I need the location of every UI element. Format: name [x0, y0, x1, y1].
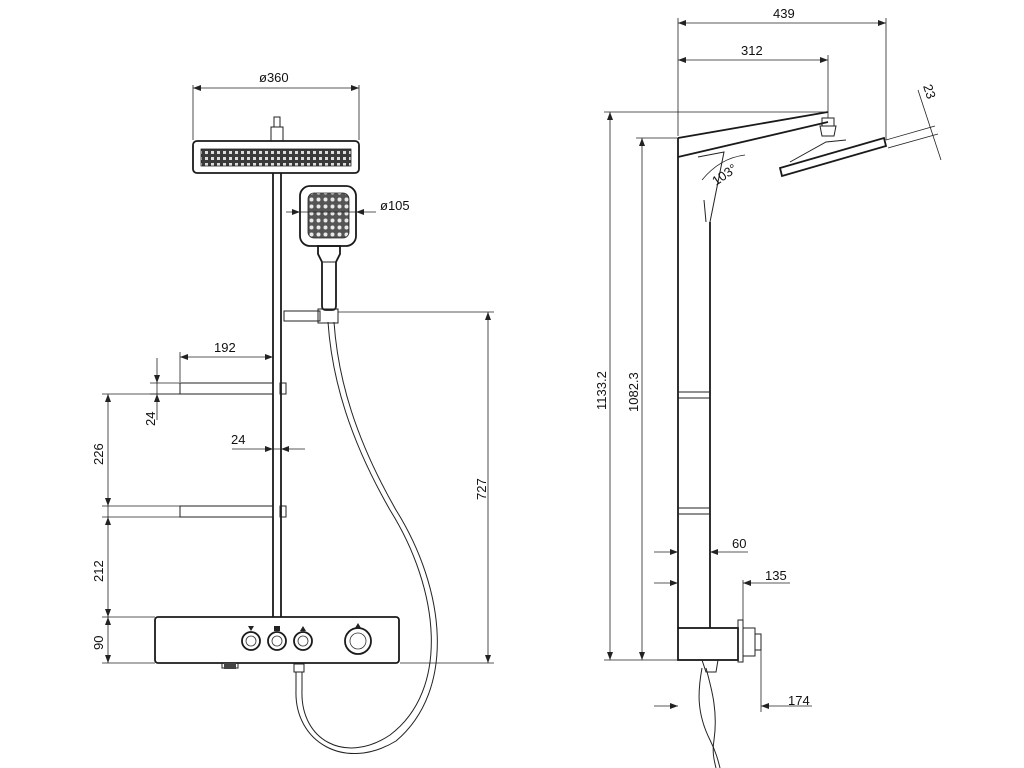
temperature-knob [344, 627, 372, 655]
body-depth-label: 135 [765, 568, 787, 583]
shelves [179, 382, 287, 518]
thermostat-body [154, 616, 400, 669]
shelf-width-label: 192 [214, 340, 236, 355]
head-tilt-label: 23 [920, 82, 939, 100]
side-thermostat-body [677, 619, 762, 673]
diverter-knob-3 [293, 631, 313, 651]
thermostat-height-label: 90 [91, 636, 106, 650]
arm-angle: 103° [701, 154, 746, 189]
dimension-body-depth: 135 [654, 568, 790, 620]
dimension-column-width: 24 [231, 432, 305, 452]
dimension-holder-height: 727 [338, 311, 494, 664]
dimension-total-depth: 439 [677, 6, 887, 140]
shelf-thickness-label: 24 [143, 412, 158, 426]
outlet-depth-label: 174 [788, 693, 810, 708]
dimension-handshower-diameter: ø105 [286, 198, 410, 215]
shower-column [272, 173, 282, 617]
dimension-arm-length: 312 [678, 43, 829, 118]
lower-shelf-height-label: 212 [91, 560, 106, 582]
dimension-column-depth: 60 [654, 536, 748, 555]
side-shower-head [778, 117, 888, 178]
dimension-head-diameter: ø360 [192, 70, 360, 140]
arm-angle-label: 103° [709, 161, 740, 189]
shelf-spacing-label: 226 [91, 443, 106, 465]
handshower-holder [283, 308, 339, 324]
holder-height-label: 727 [474, 478, 489, 500]
overhead-shower-head [192, 116, 360, 174]
column-depth-label: 60 [732, 536, 746, 551]
dimension-outlet-depth: 174 [654, 650, 812, 712]
side-view: 103° 439 312 [594, 6, 942, 768]
dimension-shelf-width: 192 [179, 340, 273, 382]
column-height-label: 1082.3 [626, 372, 641, 412]
total-height-label: 1133.2 [594, 371, 609, 410]
side-hose [698, 667, 721, 768]
dimension-head-tilt: 23 [885, 82, 942, 161]
dimension-shelf-thickness: 24 [143, 358, 180, 426]
front-view: ø360 ø105 192 24 [91, 70, 494, 755]
column-width-label: 24 [231, 432, 245, 447]
head-diameter-label: ø360 [259, 70, 289, 85]
shower-hose [293, 321, 438, 755]
total-depth-label: 439 [773, 6, 795, 21]
diverter-knob-2 [267, 631, 287, 651]
dimension-column-height: 1082.3 [626, 137, 678, 660]
dimension-left-heights: 226 212 90 [91, 393, 180, 664]
handshower-diameter-label: ø105 [380, 198, 410, 213]
hand-shower [299, 185, 357, 311]
side-column-and-arm [677, 111, 829, 628]
diverter-knob-1 [241, 631, 261, 651]
arm-length-label: 312 [741, 43, 763, 58]
dimension-total-height: 1133.2 [594, 111, 826, 661]
